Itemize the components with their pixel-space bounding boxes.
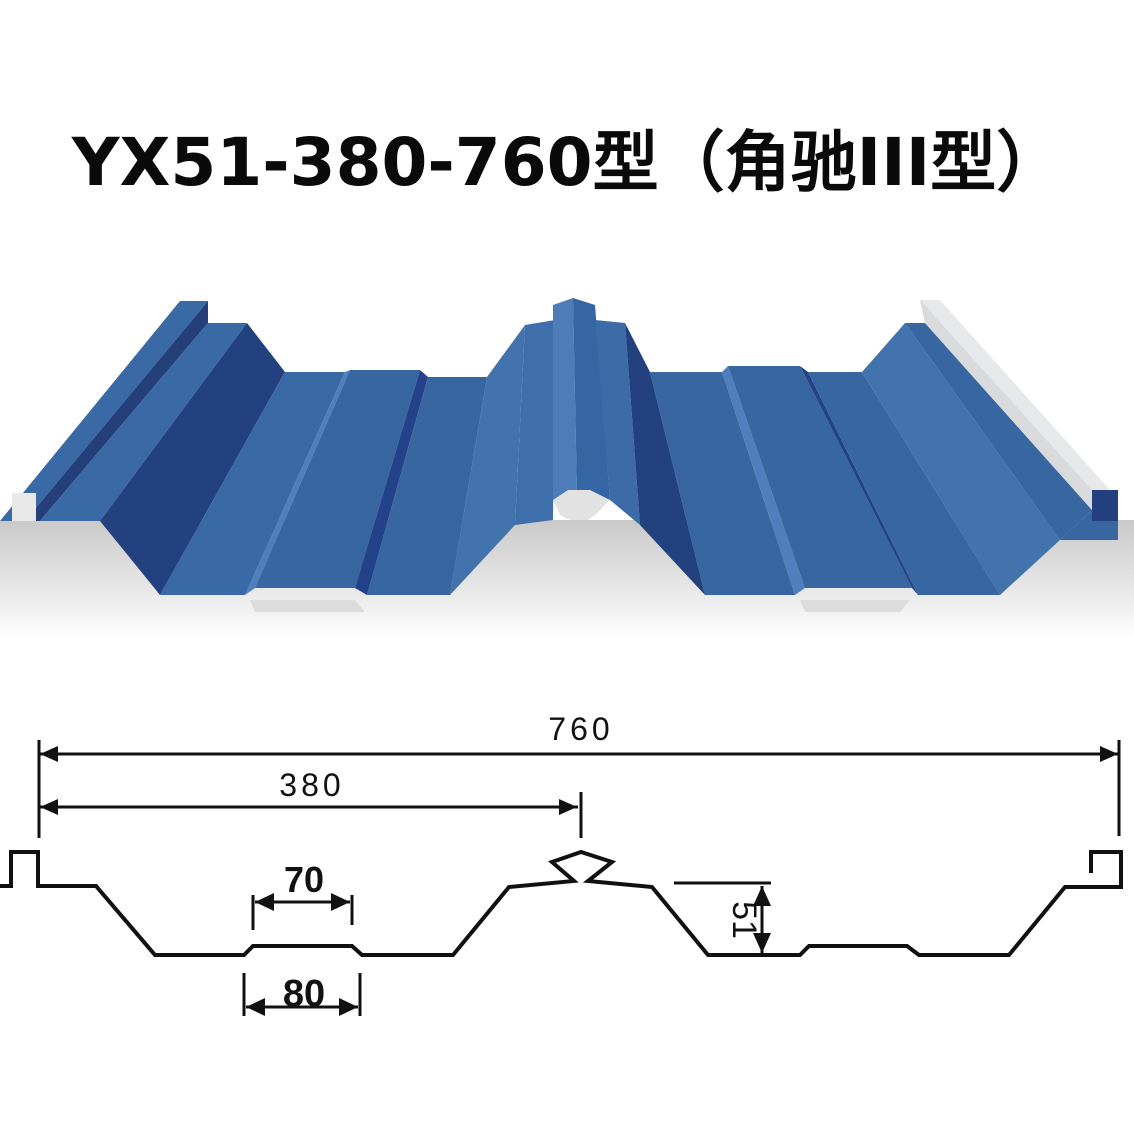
dim-380-label: 380: [279, 767, 344, 803]
left-seam-top: [0, 301, 208, 521]
right-valley-1: [650, 372, 795, 595]
dim-760-arrow-right: [1100, 746, 1118, 762]
right-seam-end: [1092, 490, 1118, 521]
left-seam-side: [25, 301, 208, 521]
dim-80-arrow-right: [339, 998, 358, 1016]
right-valley-rib-2: [800, 366, 918, 595]
left-seam-face: [40, 323, 247, 521]
left-seam-gap: [12, 493, 36, 521]
right-seam-side: [920, 300, 1092, 510]
dim-80-label: 80: [283, 973, 325, 1015]
ridge-notch: [553, 490, 610, 520]
right-valley-2: [728, 366, 912, 588]
product-title: YX51-380-760型（角驰III型）: [71, 124, 1063, 201]
left-valley-2: [255, 370, 420, 588]
left-valley-3: [367, 377, 487, 595]
ridge-left-slope: [450, 325, 525, 595]
ridge-right-slope: [625, 323, 705, 595]
right-slope: [862, 323, 1060, 595]
roof-panel-image: [0, 298, 1134, 640]
dim-70-label: 70: [284, 859, 324, 900]
ridge-right-flat: [595, 320, 640, 525]
right-valley-3: [808, 372, 1000, 595]
dim-51-arrow-bottom: [753, 933, 771, 953]
reflection-left: [250, 600, 365, 612]
dim-70-arrow-left: [255, 893, 274, 911]
panel-profile-line: [0, 849, 1123, 957]
left-slope-light: [160, 372, 345, 595]
dim-760-label: 760: [548, 711, 613, 747]
dim-51-arrow-top: [753, 886, 771, 906]
ridge-cap-left: [553, 298, 577, 500]
ridge-cap-right: [573, 298, 610, 500]
right-slope-face: [905, 323, 1092, 540]
right-seam-bottom: [1060, 510, 1118, 540]
right-seam-top: [920, 300, 1110, 490]
dim-51-label: 51: [725, 901, 763, 939]
right-valley-rib: [722, 366, 805, 595]
dim-380-arrow-right: [559, 799, 577, 815]
dim-380-arrow-left: [40, 799, 58, 815]
ridge-left-flat: [515, 320, 555, 525]
left-slope: [100, 323, 285, 595]
left-valley-rib: [355, 370, 428, 595]
dim-760-arrow-left: [40, 746, 58, 762]
dim-70-arrow-right: [331, 893, 350, 911]
dim-80-arrow-left: [246, 998, 265, 1016]
left-valley-1: [245, 370, 350, 595]
reflection-right: [800, 600, 910, 612]
